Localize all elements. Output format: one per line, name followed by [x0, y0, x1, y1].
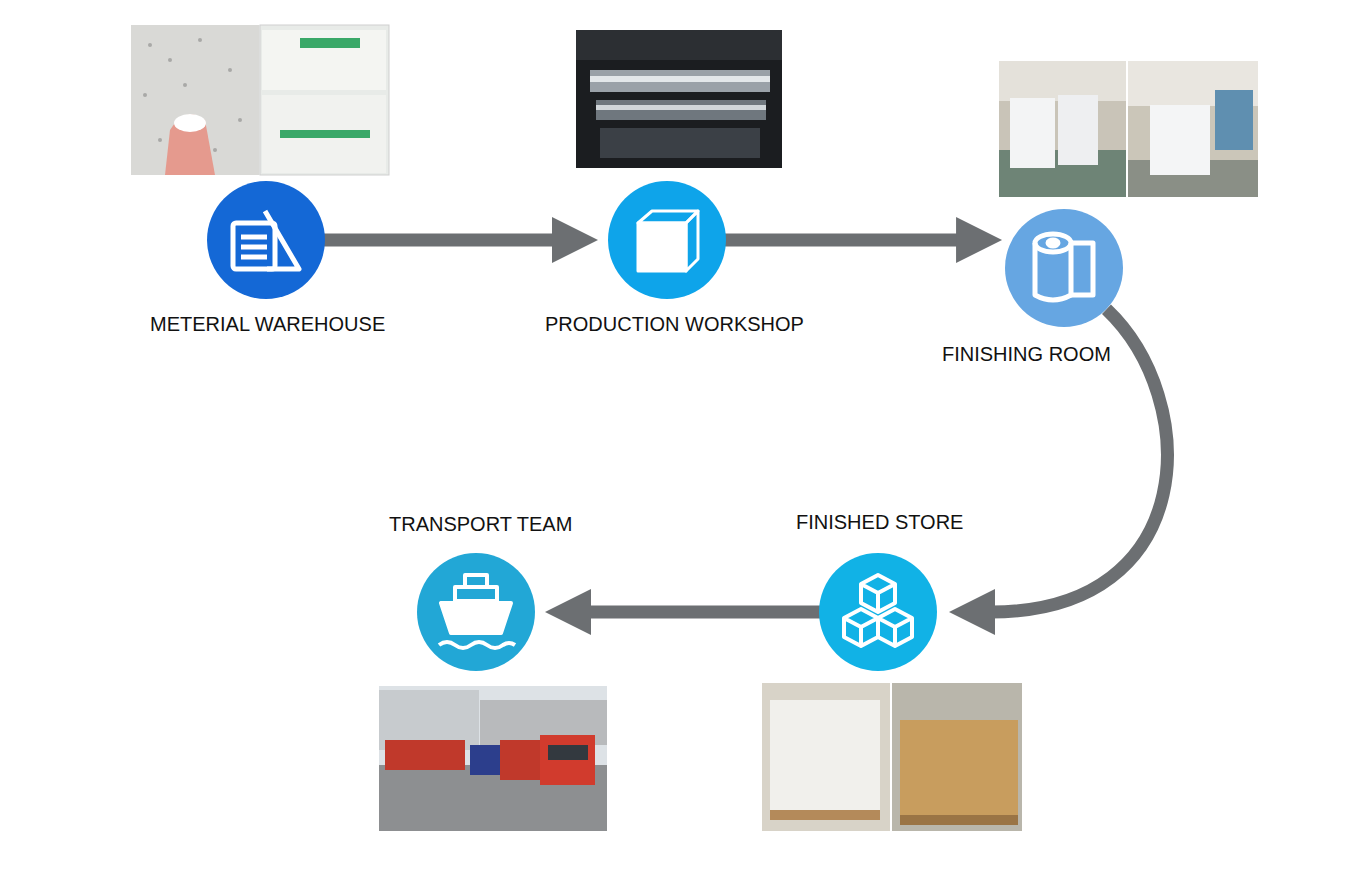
station-circle — [207, 181, 325, 299]
station-label: METERIAL WAREHOUSE — [150, 312, 385, 336]
flow-arrow — [545, 589, 823, 635]
station-label: FINISHING ROOM — [942, 342, 1111, 366]
truck-photo — [379, 686, 607, 831]
station-circle — [417, 553, 535, 671]
flow-arrow — [321, 217, 598, 263]
store-photo — [762, 683, 1022, 831]
station-label: PRODUCTION WORKSHOP — [545, 312, 804, 336]
station-icon — [608, 181, 726, 299]
finishing-photo — [999, 61, 1258, 197]
machine-photo — [576, 30, 782, 168]
flow-arrow — [722, 217, 1002, 263]
station-circle — [608, 181, 726, 299]
station-icon — [417, 553, 535, 671]
station-icon — [819, 553, 937, 671]
station-icon — [207, 181, 325, 299]
station-circle — [1005, 209, 1123, 327]
station-icon — [1005, 209, 1123, 327]
station-label: TRANSPORT TEAM — [389, 512, 572, 536]
material-photo — [131, 25, 389, 175]
station-label: FINISHED STORE — [796, 510, 963, 534]
station-circle — [819, 553, 937, 671]
